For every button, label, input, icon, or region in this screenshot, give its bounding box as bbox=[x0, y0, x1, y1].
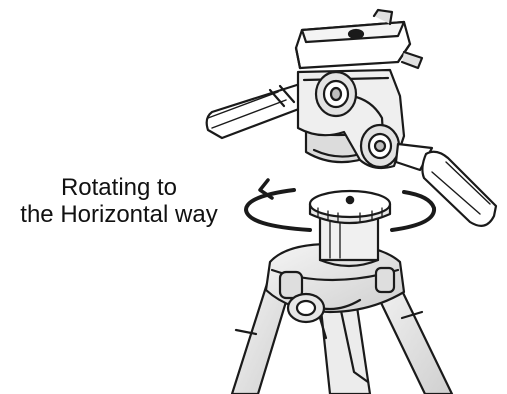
side-lock-knob-icon bbox=[361, 125, 399, 167]
right-pan-handle bbox=[396, 144, 496, 226]
column-top-plate bbox=[310, 191, 390, 223]
left-pan-handle bbox=[207, 84, 312, 138]
quick-release-plate bbox=[296, 10, 422, 68]
tilt-knob-icon bbox=[316, 72, 356, 116]
hub-lock-knob-icon bbox=[288, 294, 326, 338]
